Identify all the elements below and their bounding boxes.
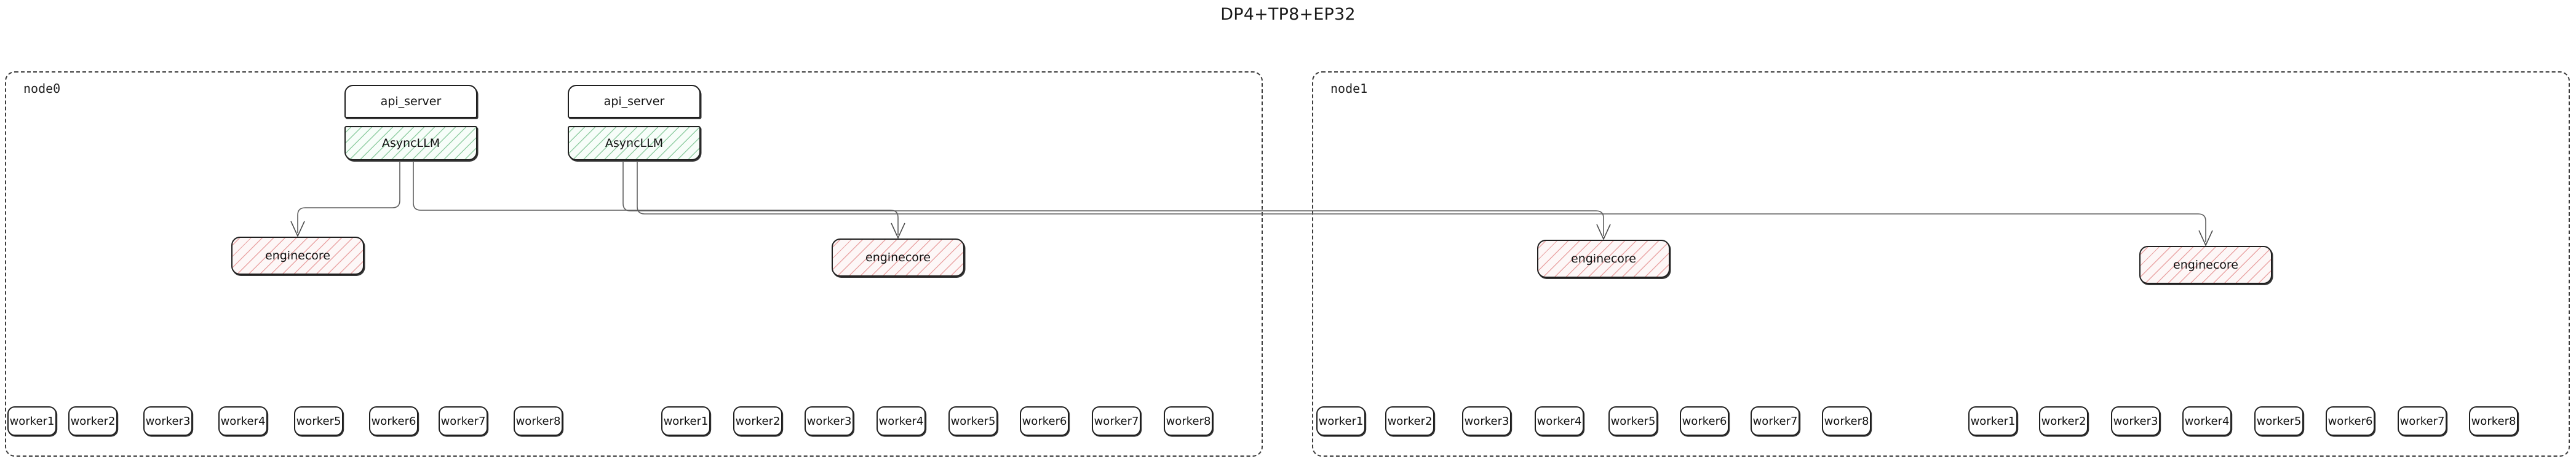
page-title: DP4+TP8+EP32 — [1220, 5, 1356, 24]
worker-box[interactable]: worker1 — [7, 406, 57, 436]
enginecore-box-3[interactable]: enginecore — [2139, 246, 2272, 284]
worker-box[interactable]: worker3 — [805, 406, 854, 436]
enginecore-box-2[interactable]: enginecore — [1537, 240, 1670, 278]
worker-box[interactable]: worker5 — [948, 406, 998, 436]
worker-box[interactable]: worker8 — [1164, 406, 1213, 436]
worker-box[interactable]: worker5 — [1608, 406, 1658, 436]
async-llm-box-0[interactable]: AsyncLLM — [344, 126, 477, 160]
worker-box[interactable]: worker6 — [1680, 406, 1729, 436]
worker-box[interactable]: worker3 — [1462, 406, 1511, 436]
worker-box[interactable]: worker3 — [2111, 406, 2160, 436]
worker-box[interactable]: worker4 — [2182, 406, 2232, 436]
worker-box[interactable]: worker1 — [1316, 406, 1366, 436]
worker-box[interactable]: worker8 — [1822, 406, 1871, 436]
worker-box[interactable]: worker2 — [68, 406, 117, 436]
worker-box[interactable]: worker5 — [294, 406, 343, 436]
worker-box[interactable]: worker1 — [661, 406, 710, 436]
worker-box[interactable]: worker6 — [369, 406, 418, 436]
cluster-node0-label: node0 — [23, 81, 61, 96]
worker-box[interactable]: worker2 — [1385, 406, 1434, 436]
api-server-box-1[interactable]: api_server — [568, 85, 701, 118]
worker-box[interactable]: worker8 — [2469, 406, 2518, 436]
worker-box[interactable]: worker2 — [2039, 406, 2088, 436]
cluster-node1: node1 — [1312, 71, 2570, 457]
worker-box[interactable]: worker5 — [2254, 406, 2304, 436]
enginecore-box-1[interactable]: enginecore — [832, 238, 964, 277]
worker-box[interactable]: worker7 — [1751, 406, 1800, 436]
worker-box[interactable]: worker4 — [877, 406, 926, 436]
worker-box[interactable]: worker7 — [2398, 406, 2447, 436]
async-llm-box-1[interactable]: AsyncLLM — [568, 126, 701, 160]
worker-box[interactable]: worker6 — [2326, 406, 2375, 436]
worker-box[interactable]: worker8 — [514, 406, 563, 436]
worker-box[interactable]: worker3 — [143, 406, 193, 436]
worker-box[interactable]: worker4 — [218, 406, 268, 436]
api-server-box-0[interactable]: api_server — [344, 85, 477, 118]
worker-box[interactable]: worker7 — [1092, 406, 1141, 436]
worker-box[interactable]: worker4 — [1535, 406, 1584, 436]
cluster-node0: node0 — [5, 71, 1263, 457]
worker-box[interactable]: worker6 — [1020, 406, 1069, 436]
enginecore-box-0[interactable]: enginecore — [231, 237, 364, 275]
worker-box[interactable]: worker1 — [1968, 406, 2017, 436]
cluster-node1-label: node1 — [1330, 81, 1368, 96]
worker-box[interactable]: worker2 — [733, 406, 782, 436]
worker-box[interactable]: worker7 — [439, 406, 488, 436]
